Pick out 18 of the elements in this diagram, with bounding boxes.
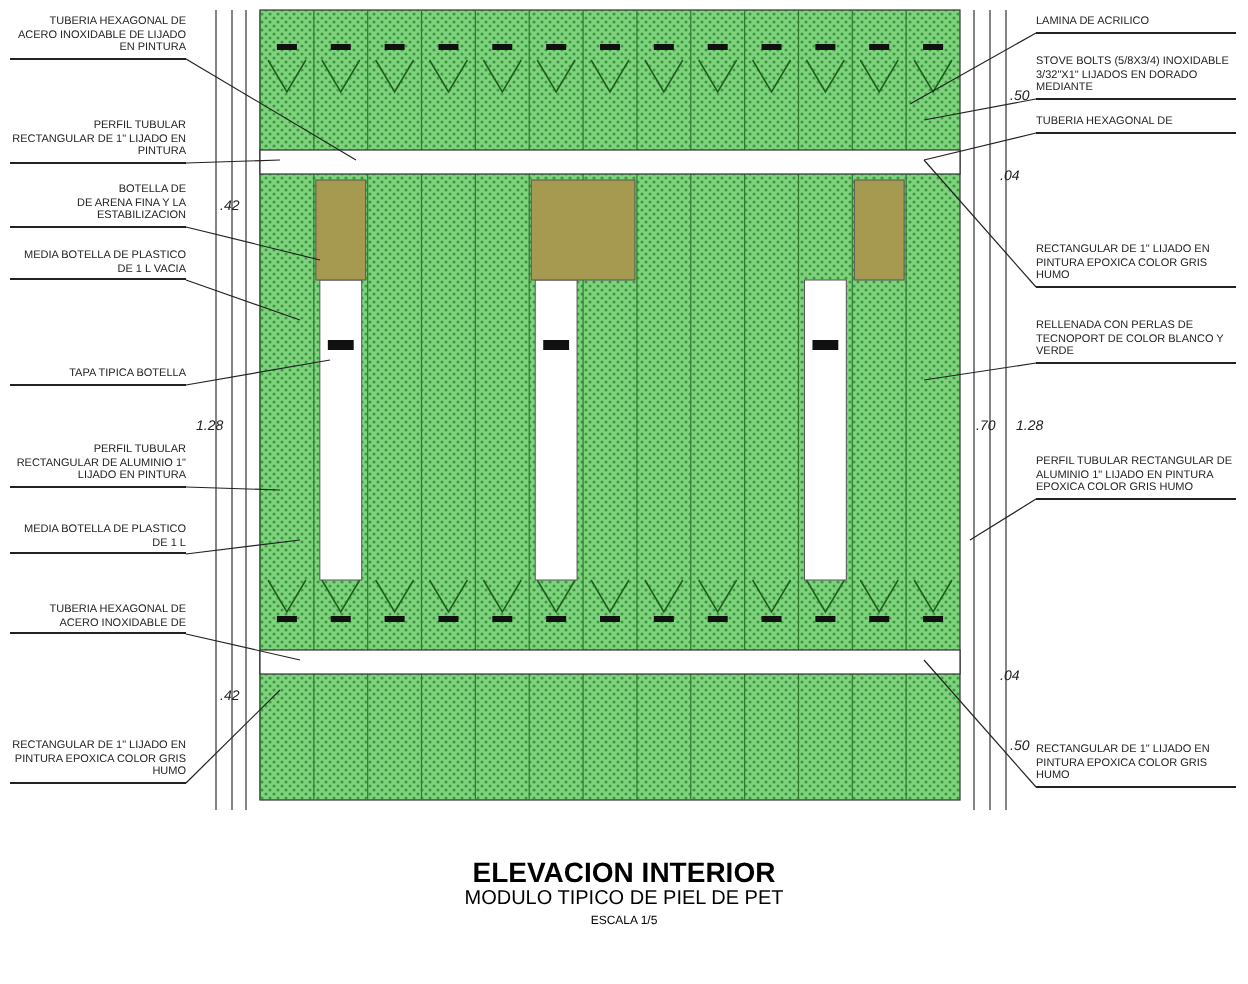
leader-line xyxy=(185,689,281,784)
leader-line xyxy=(923,362,1037,381)
drawing-subtitle: MODULO TIPICO DE PIEL DE PET xyxy=(462,888,786,910)
leader-line xyxy=(185,486,281,491)
leader-line xyxy=(923,659,1037,788)
leader-line xyxy=(185,359,331,386)
leader-line xyxy=(969,498,1037,541)
leader-line xyxy=(185,279,301,321)
drawing-title: ELEVACION INTERIOR xyxy=(470,856,778,888)
leader-line xyxy=(185,539,301,555)
leader-line xyxy=(923,132,1037,161)
leader-line xyxy=(923,159,1037,288)
leader-line xyxy=(909,32,1037,105)
leader-line xyxy=(185,58,357,161)
leader-line xyxy=(185,633,301,661)
leader-line xyxy=(185,159,281,164)
leader-line xyxy=(185,226,321,261)
leader-line xyxy=(923,98,1037,121)
